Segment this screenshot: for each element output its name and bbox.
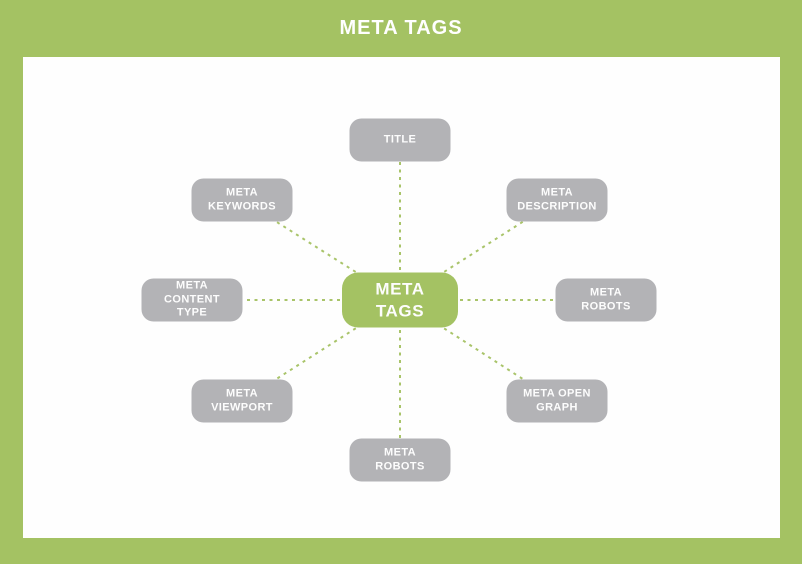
node-meta-content-type: META CONTENT TYPE (141, 278, 243, 322)
node-meta-robots-right: META ROBOTS (555, 278, 657, 322)
node-meta-open-graph: META OPEN GRAPH (506, 379, 608, 423)
page-title: META TAGS (339, 17, 463, 39)
node-title: TITLE (349, 118, 451, 162)
node-meta-description: META DESCRIPTION (506, 178, 608, 222)
node-meta-tags-center: META TAGS (342, 272, 458, 328)
header: META TAGS (0, 0, 802, 57)
node-meta-viewport: META VIEWPORT (191, 379, 293, 423)
node-meta-keywords: META KEYWORDS (191, 178, 293, 222)
node-meta-robots-bottom: META ROBOTS (349, 438, 451, 482)
